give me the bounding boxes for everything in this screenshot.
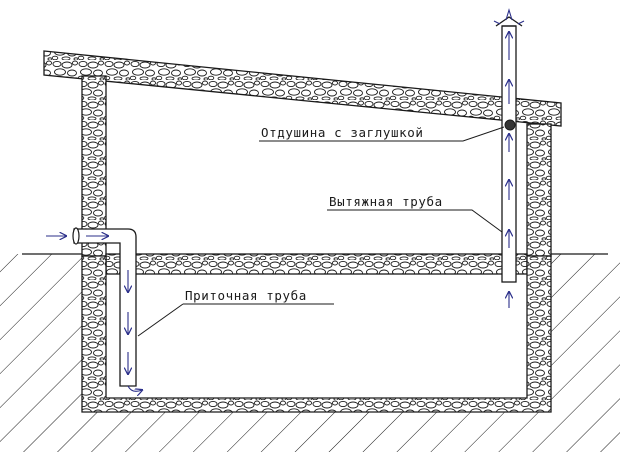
soil-hatching <box>0 254 620 452</box>
basement-walls <box>81 255 552 413</box>
supply-airflow-arrows <box>46 236 142 391</box>
supply-pipe-inlet <box>72 227 80 245</box>
exhaust-pipe-cap <box>495 16 523 27</box>
exhaust-pipe-label: Вытяжная труба <box>329 194 443 209</box>
ground-floor-slab <box>105 253 528 275</box>
exhaust-airflow-arrows <box>493 8 525 308</box>
supply-pipe-label: Приточная труба <box>185 288 307 303</box>
exhaust-pipe <box>495 16 523 283</box>
roof-slab <box>43 50 562 127</box>
right-wall-upper <box>526 123 552 257</box>
supply-pipe <box>72 227 137 387</box>
vent-hole-label: Отдушина с заглушкой <box>261 125 424 140</box>
leader-lines <box>137 126 505 337</box>
vent-hole-plug <box>504 119 516 131</box>
